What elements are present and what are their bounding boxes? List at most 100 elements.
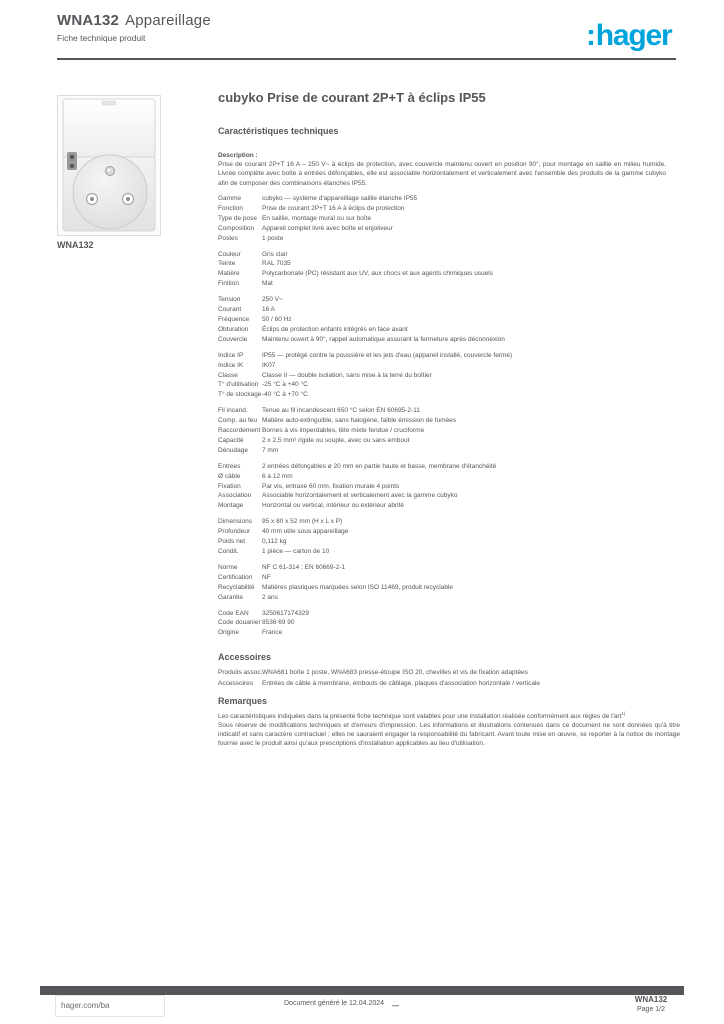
product-reference: WNA132 [57,12,120,29]
spec-label: Indice IP [218,351,244,359]
spec-label: Classe [218,371,238,379]
spec-row: Montage Horizontal ou vertical, intérieur… [218,501,680,511]
note-body: Sous réserve de modifications techniques… [218,721,680,747]
spec-value: Matière auto-extinguible, sans halogène,… [262,417,457,425]
spec-value: 40 mm utile sous appareillage [262,528,349,536]
socket-well [72,154,148,230]
spec-label: Montage [218,502,244,510]
spec-label: Dénudage [218,446,248,454]
accessories-table: Produits assoc.WNA681 boîte 1 poste, WNA… [218,667,680,689]
footer-center: Document généré le 12.04.2024 — [284,999,400,1010]
spec-value: 1 poste [262,234,284,242]
spec-row: T° d'utilisation-25 °C à +40 °C [218,380,680,390]
spec-value: 6 à 12 mm [262,472,293,480]
spec-value: Bornes à vis imperdables, tête mixte fen… [262,427,425,435]
section-heading-notes: Remarques [218,696,268,706]
spec-value: Gris clair [262,250,288,258]
spec-label: Couvercle [218,335,248,343]
section-heading-accessories: Accessoires [218,652,272,662]
spec-value: 2 ans [262,593,278,601]
spec-value: -40 °C à +70 °C [262,391,308,399]
footer-dash: — [392,1003,400,1010]
spec-value: Tenue au fil incandescent 650 °C selon E… [262,407,420,415]
spec-value: Horizontal ou vertical, intérieur ou ext… [262,502,404,510]
spec-label: Fréquence [218,315,250,323]
spec-row: Fil incand.Tenue au fil incandescent 650… [218,406,680,416]
spec-label: Capacité [218,436,244,444]
hinge-screw-bottom [69,163,75,169]
spec-label: Comp. au feu [218,417,258,425]
spec-row: Indice IK IK07 [218,361,680,371]
spec-value: 8536 69 90 [262,619,295,627]
footnote-marker: 1) [621,711,626,716]
header-rule [57,58,676,60]
spec-label: T° d'utilisation [218,381,259,389]
logo-wordmark: hager [595,19,673,52]
spec-value: WNA681 boîte 1 poste, WNA683 presse-étou… [262,669,528,676]
spec-value: Classe II — double isolation, sans mise … [262,371,432,379]
spec-value: Polycarbonate (PC) résistant aux UV, aux… [262,270,493,278]
spec-label: T° de stockage [218,391,262,399]
description-label: Description : [218,152,258,159]
spec-label: Matière [218,270,240,278]
spec-label: Type de pose [218,214,258,222]
description-paragraph: Prise de courant 2P+T 16 A – 250 V~ à éc… [218,161,666,187]
spec-label: Condit. [218,548,239,555]
spec-value: Associable horizontalement et verticalem… [262,492,458,500]
footer-site-link[interactable]: hager.com/ba [55,995,165,1017]
spec-label: Code douanier [218,619,261,627]
spec-label: Composition [218,224,255,232]
spec-value: IP55 — protégé contre la poussière et le… [262,351,513,359]
hinge-screw-top [69,154,75,160]
product-category: Appareillage [125,12,211,29]
spec-value: En saillie, montage mural ou sur boîte [262,214,372,222]
spec-label: Norme [218,563,238,571]
lid-latch [101,100,117,106]
footer-band [40,986,684,995]
footer-page-block: WNA132 Page 1/2 [622,995,680,1014]
spec-label: Certification [218,573,253,581]
spec-label: Fixation [218,482,241,490]
socket-illustration [58,96,160,235]
spec-label: Code EAN [218,609,249,617]
spec-value: cubyko — système d'appareillage saillie … [262,195,418,202]
notes-paragraph: Les caractéristiques indiquées dans la p… [218,710,680,748]
spec-value: 3250617174329 [262,609,309,617]
spec-value: Matières plastiques marquées selon ISO 1… [262,583,454,591]
spec-row: Comp. au feu Matière auto-extinguible, sa… [218,416,680,426]
spec-value: IK07 [262,361,276,369]
spec-value: RAL 7035 [262,260,291,268]
earth-pin [105,166,115,176]
spec-label: Gamme [218,195,242,202]
spec-value: 2 entrées défonçables ø 20 mm en partie … [262,462,497,470]
spec-value: 95 x 80 x 52 mm (H x L x P) [262,518,343,526]
socket-lid [62,98,156,160]
spec-row: Produits assoc.WNA681 boîte 1 poste, WNA… [218,667,680,678]
spec-label: Courant [218,306,242,314]
spec-label: Association [218,492,252,500]
spec-label: Indice IK [218,361,244,369]
